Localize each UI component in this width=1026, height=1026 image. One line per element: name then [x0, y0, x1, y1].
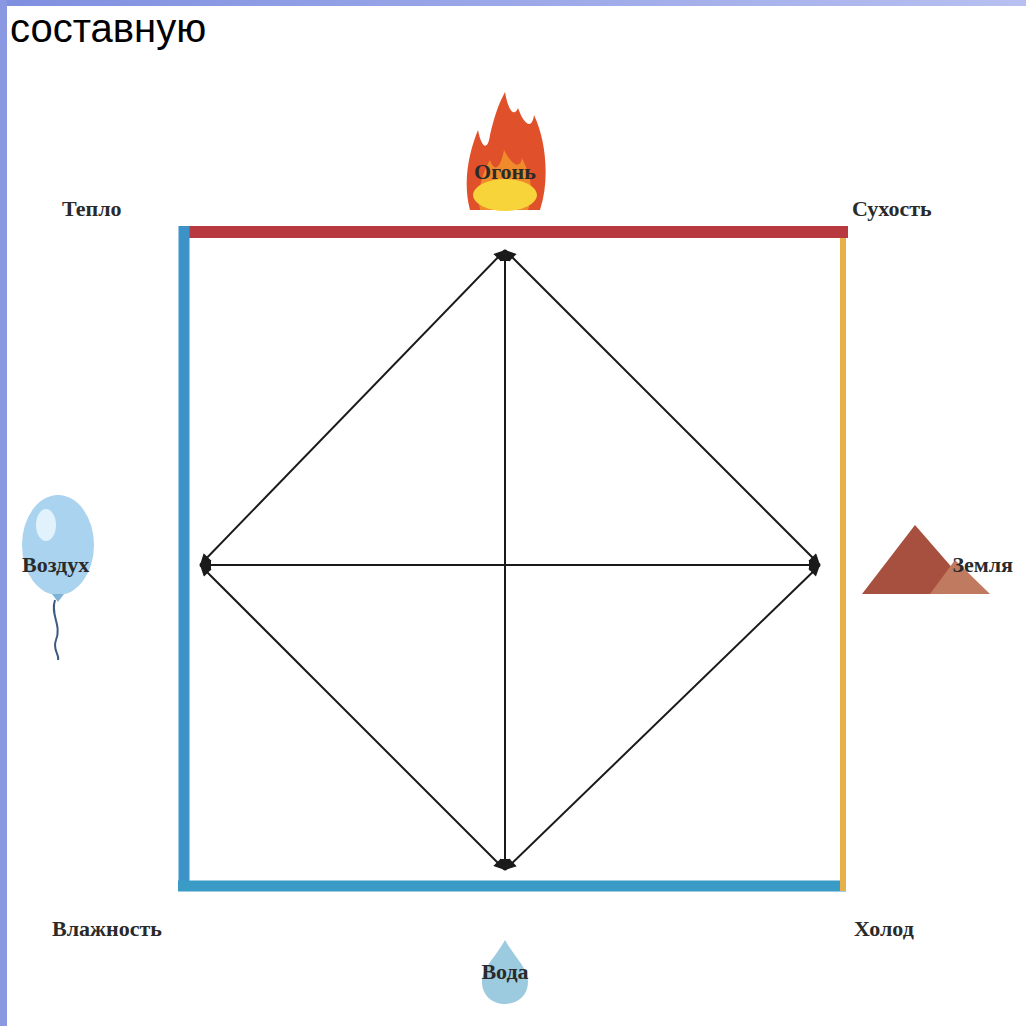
quality-label: Тепло	[62, 196, 122, 222]
fire-element: Огонь	[455, 140, 555, 250]
transformation-arrow	[505, 250, 820, 565]
element-name: Земля	[952, 552, 1013, 578]
drop-icon	[482, 940, 528, 1004]
transformation-arrow	[504, 250, 506, 870]
quality-label: Сухость	[852, 196, 932, 222]
element-name: Воздух	[22, 552, 89, 578]
transformation-arrow	[200, 565, 505, 870]
air-element: Воздух	[20, 540, 200, 590]
quality-label: Влажность	[52, 916, 162, 942]
earth-element: Земля	[820, 540, 1015, 590]
warm-dry-side	[180, 226, 848, 238]
transformation-arrow	[505, 565, 820, 870]
fire-icon	[467, 92, 546, 211]
element-name: Вода	[481, 959, 528, 985]
quality-label: Холод	[854, 916, 914, 942]
frame-strip	[0, 0, 1026, 6]
page-heading: составную	[10, 6, 206, 51]
frame-strip	[0, 0, 7, 1026]
wet-cold-side	[178, 881, 846, 892]
transformation-arrow	[200, 564, 820, 566]
balloon-icon	[22, 495, 94, 660]
water-element: Вода	[465, 870, 545, 995]
element-name: Огонь	[474, 159, 536, 185]
transformation-arrow	[200, 250, 505, 565]
dry-cold-side	[840, 238, 846, 891]
warm-wet-side	[179, 226, 190, 891]
